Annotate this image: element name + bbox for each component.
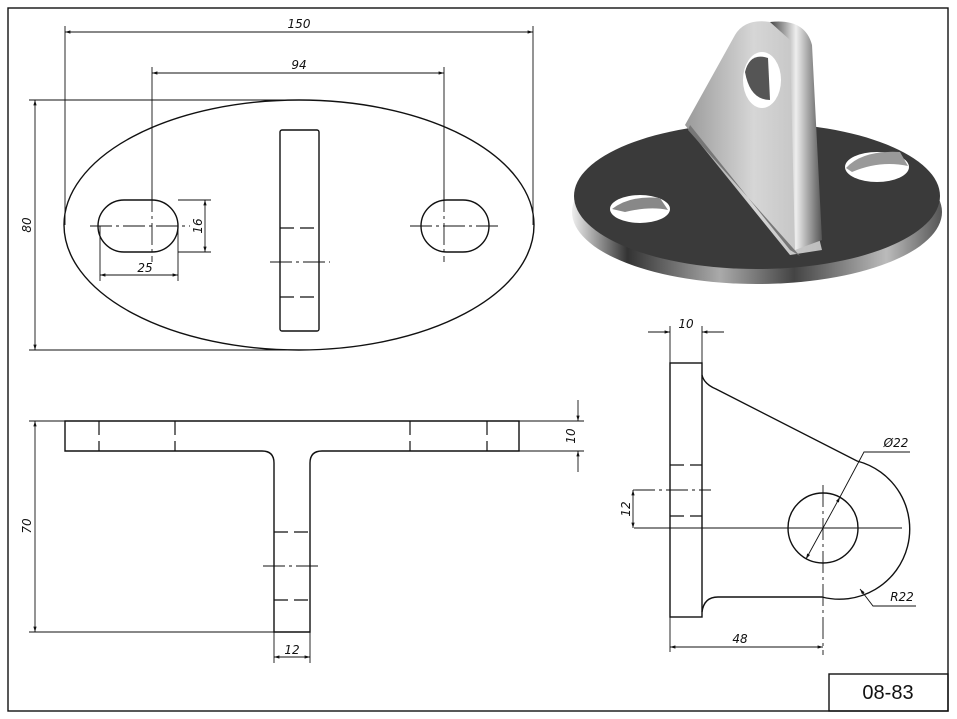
dim-12-front: 12 xyxy=(284,643,299,657)
side-view: 12 10 48 Ø22 R22 xyxy=(619,317,916,655)
dim-150: 150 xyxy=(288,17,311,31)
dim-80: 80 xyxy=(20,217,34,233)
drawing-number: 08-83 xyxy=(862,682,913,704)
dim-12-side: 12 xyxy=(619,501,633,516)
dim-70: 70 xyxy=(20,518,34,534)
dim-10-front: 10 xyxy=(564,428,578,444)
front-view: 10 70 12 xyxy=(20,400,584,663)
dim-diameter-22: Ø22 xyxy=(883,436,909,450)
top-view: 150 94 80 16 25 xyxy=(20,17,535,351)
dim-16: 16 xyxy=(191,218,205,234)
dim-radius-22: R22 xyxy=(890,590,914,604)
dim-94: 94 xyxy=(291,58,306,72)
dim-25: 25 xyxy=(137,261,152,275)
title-block: 08-83 xyxy=(828,673,949,712)
dim-48: 48 xyxy=(732,632,748,646)
sheet-border xyxy=(7,7,949,712)
isometric-render xyxy=(572,21,942,284)
dim-10-side: 10 xyxy=(678,317,694,331)
